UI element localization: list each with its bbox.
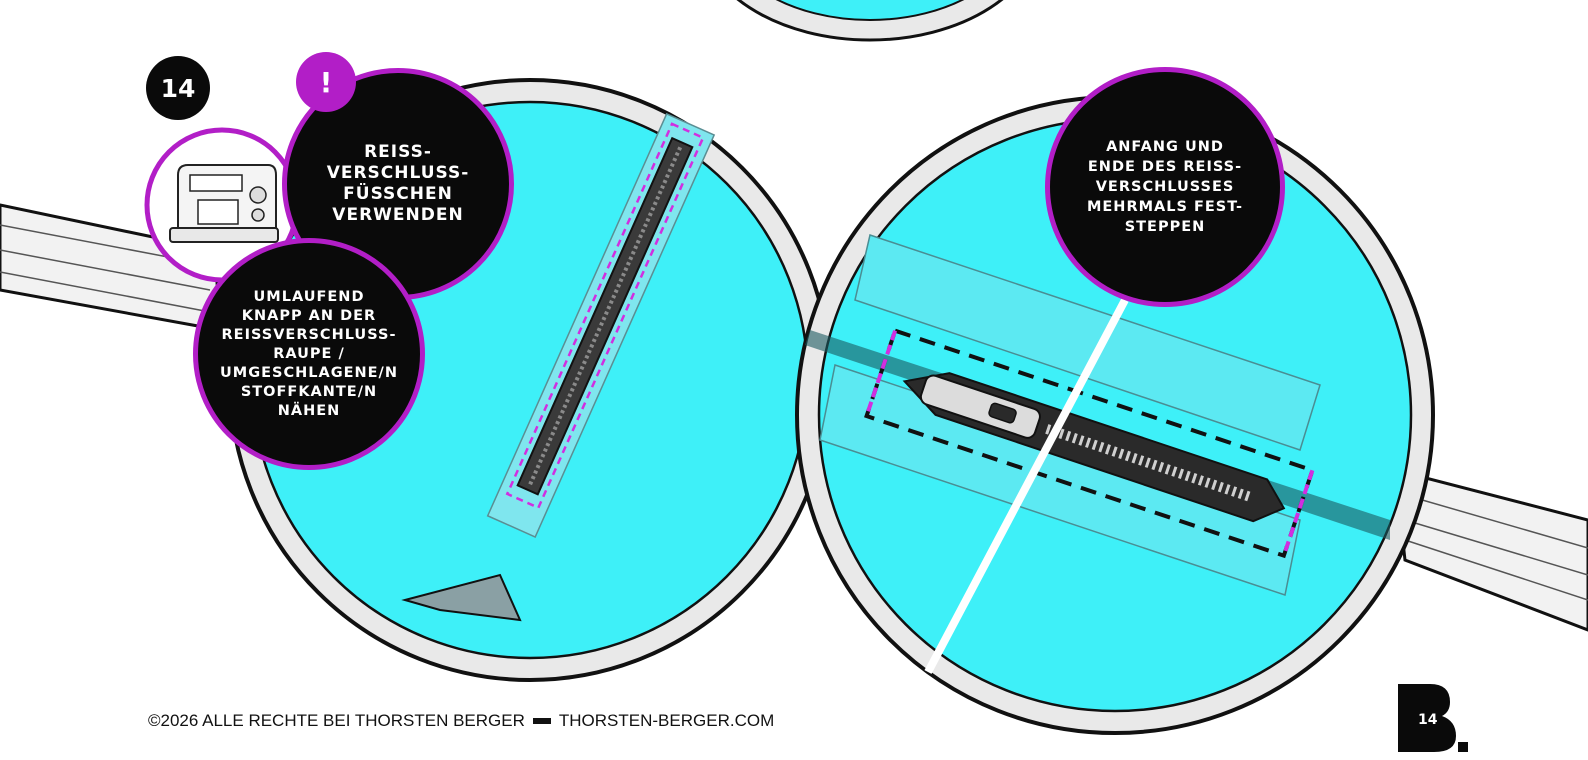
brand-logo: 14 bbox=[1398, 684, 1468, 752]
separator-dash bbox=[533, 718, 551, 724]
footer: ©2026 ALLE RECHTE BEI THORSTEN BERGER TH… bbox=[148, 711, 774, 731]
top-lens bbox=[700, 0, 1040, 40]
page-number: 14 bbox=[1418, 712, 1437, 728]
website-link[interactable]: THORSTEN-BERGER.COM bbox=[559, 711, 774, 731]
backstitch-callout: ANFANG UND ENDE DES REISS- VERSCHLUSSES … bbox=[1045, 67, 1285, 307]
sew-around-text: UMLAUFEND KNAPP AN DER REISSVERSCHLUSS- … bbox=[220, 288, 398, 421]
presser-foot-text: REISS- VERSCHLUSS- FÜSSCHEN VERWENDEN bbox=[327, 142, 470, 226]
backstitch-text: ANFANG UND ENDE DES REISS- VERSCHLUSSES … bbox=[1087, 137, 1243, 237]
step-number-badge: 14 bbox=[146, 56, 210, 120]
copyright-text: ©2026 ALLE RECHTE BEI THORSTEN BERGER bbox=[148, 711, 525, 731]
sew-around-callout: UMLAUFEND KNAPP AN DER REISSVERSCHLUSS- … bbox=[193, 238, 425, 470]
alert-icon: ! bbox=[296, 52, 356, 112]
